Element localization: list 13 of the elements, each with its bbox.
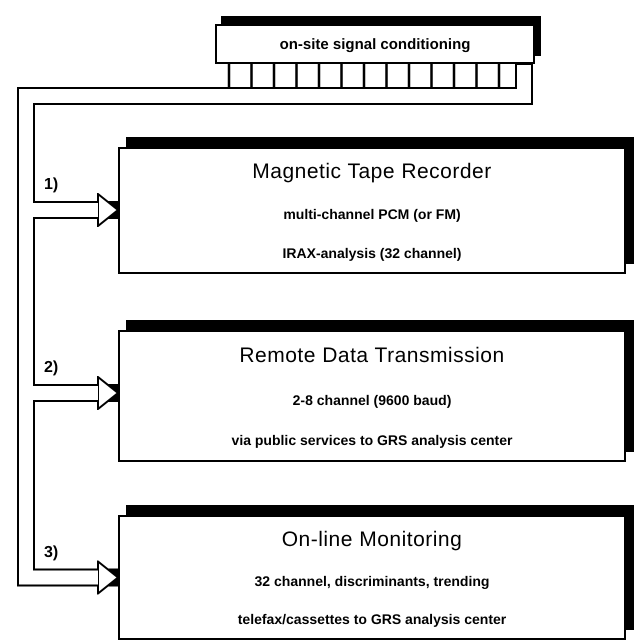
box-title: Remote Data Transmission (239, 344, 505, 368)
box-description: multi-channel PCM (or FM) (283, 206, 461, 222)
unit-label: on-site signal conditioning (280, 36, 470, 52)
box-description: IRAX-analysis (32 channel) (282, 244, 462, 261)
edge-label: 1) (42, 176, 60, 194)
box-description: 2-8 channel (9600 baud) (292, 392, 452, 408)
edge-label: 2) (42, 359, 60, 377)
box-description: via public services to GRS analysis center (232, 432, 512, 448)
box-title: Magnetic Tape Recorder (252, 160, 492, 184)
box-description: 32 channel, discriminants, trending (254, 573, 490, 590)
edge-label: 3) (42, 544, 60, 562)
box-description: telefax/cassettes to GRS analysis center (238, 611, 506, 628)
box-title: On-line Monitoring (282, 528, 462, 552)
